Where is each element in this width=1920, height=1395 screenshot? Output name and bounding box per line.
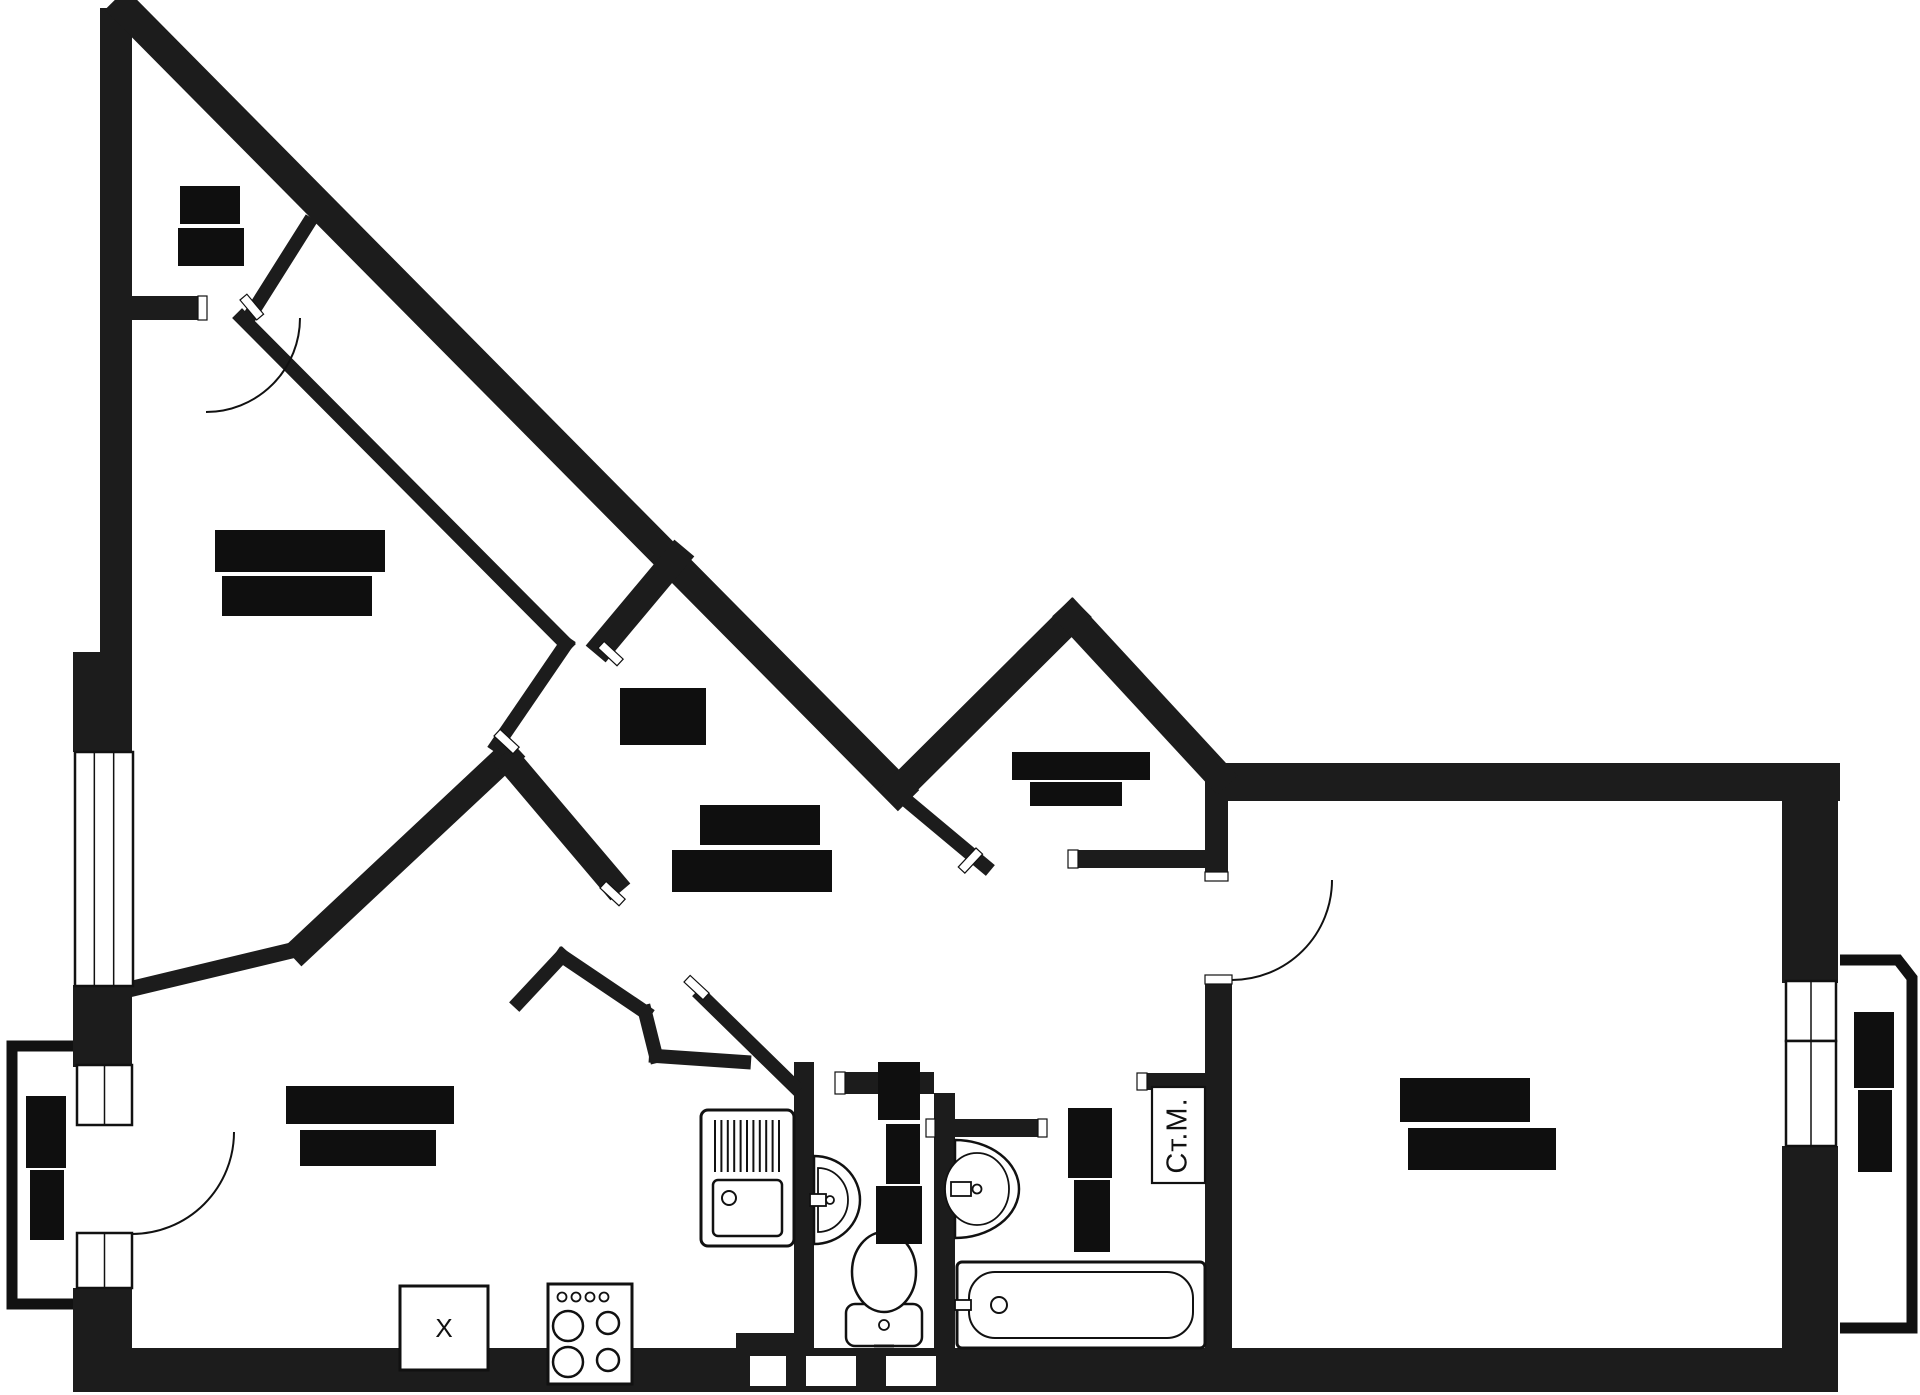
wall-bedroom-left-lower bbox=[1205, 983, 1232, 1351]
stove-knob bbox=[556, 1291, 568, 1303]
door-jamb bbox=[239, 293, 265, 321]
door-arc-closet bbox=[205, 317, 301, 413]
wall-left-low-a bbox=[73, 985, 132, 1067]
appliance-x-label: X bbox=[400, 1286, 488, 1370]
appliance-x-box bbox=[398, 1284, 490, 1372]
wall-hall-connector bbox=[487, 634, 576, 755]
sink-bowl bbox=[711, 1178, 784, 1238]
room-label-bedroom bbox=[1408, 1128, 1556, 1170]
room-label-vestibule bbox=[1030, 782, 1122, 806]
room-label-closet bbox=[178, 228, 244, 266]
door-jamb bbox=[1204, 871, 1229, 882]
wall-kitchen-curve-d bbox=[648, 1048, 752, 1070]
wall-closet-diag bbox=[240, 214, 318, 326]
bathtub-drain bbox=[990, 1296, 1008, 1314]
room-label-hall-lower bbox=[700, 805, 820, 845]
wall-peak-right bbox=[1052, 597, 1238, 795]
wall-vestibule-bottom bbox=[1078, 850, 1212, 868]
wall-kitchen-curve-b bbox=[552, 946, 655, 1022]
balcony-right-outline bbox=[1840, 954, 1918, 1334]
wall-closet-stub bbox=[130, 296, 204, 320]
door-jamb bbox=[1204, 974, 1233, 985]
room-label-balcony-right bbox=[1858, 1090, 1892, 1172]
bath-basin-faucet-knob bbox=[971, 1183, 983, 1195]
door-arc-kitchen-balcony bbox=[131, 1131, 235, 1235]
duct-niche bbox=[806, 1356, 856, 1386]
wall-bath-top bbox=[936, 1119, 1038, 1137]
room-label-balcony-left bbox=[26, 1096, 66, 1168]
window-living bbox=[73, 750, 135, 988]
wall-hall-kitchen bbox=[493, 745, 631, 901]
room-label-hall-lower bbox=[672, 850, 832, 892]
door-jamb bbox=[197, 295, 208, 321]
door-jamb bbox=[957, 847, 984, 875]
room-label-living bbox=[222, 576, 372, 616]
door-arc-bedroom bbox=[1231, 879, 1333, 981]
room-label-bedroom bbox=[1400, 1078, 1530, 1122]
stove-knob bbox=[598, 1291, 610, 1303]
room-label-wc bbox=[876, 1186, 922, 1244]
wall-top-right bbox=[1205, 763, 1840, 801]
door-jamb bbox=[1037, 1118, 1048, 1138]
stove-burner bbox=[595, 1347, 621, 1373]
door-jamb bbox=[925, 1118, 936, 1138]
wall-kitchen-curve-a bbox=[509, 946, 572, 1012]
room-label-bath bbox=[1074, 1180, 1110, 1252]
door-jamb bbox=[834, 1071, 846, 1095]
wall-wc-bath bbox=[934, 1093, 955, 1351]
bathtub-faucet bbox=[954, 1299, 972, 1311]
toilet-button bbox=[878, 1319, 890, 1331]
wall-living-divider bbox=[232, 308, 576, 654]
door-jamb bbox=[1136, 1072, 1148, 1091]
stove-burner bbox=[551, 1345, 585, 1379]
washing-machine-label: Ст.М. bbox=[1152, 1087, 1205, 1183]
door-jamb bbox=[1067, 849, 1079, 869]
room-label-wc bbox=[878, 1062, 920, 1120]
wc-basin-faucet-knob bbox=[825, 1195, 835, 1205]
sink-drain bbox=[721, 1190, 737, 1206]
wall-wc-kitchen bbox=[794, 1062, 814, 1352]
wall-kitchen-curve-c bbox=[636, 1003, 665, 1065]
stove-knob bbox=[570, 1291, 582, 1303]
room-label-wc bbox=[886, 1124, 920, 1184]
wall-stm-top bbox=[1147, 1073, 1205, 1090]
wall-right-lower bbox=[1782, 1146, 1838, 1392]
wall-kitchen-divider bbox=[283, 737, 526, 967]
wall-right-upper bbox=[1782, 798, 1838, 983]
wall-hall-branch bbox=[585, 539, 695, 663]
wall-hypotenuse bbox=[104, 0, 920, 812]
room-label-balcony-right bbox=[1854, 1012, 1894, 1088]
balcony-left-outline bbox=[6, 1040, 88, 1310]
room-label-bath bbox=[1068, 1108, 1112, 1178]
wall-left-mid bbox=[73, 652, 132, 752]
room-label-vestibule bbox=[1012, 752, 1150, 780]
bath-basin-faucet bbox=[950, 1181, 972, 1197]
room-label-closet bbox=[180, 186, 240, 224]
appliance-x-label-text: X bbox=[435, 1312, 453, 1343]
room-label-balcony-left bbox=[30, 1170, 64, 1240]
wall-bottom bbox=[73, 1348, 1838, 1392]
wall-peak-left bbox=[878, 597, 1092, 810]
room-label-hall-upper bbox=[620, 688, 706, 745]
duct-niche bbox=[886, 1356, 936, 1386]
door-jamb bbox=[683, 974, 711, 1001]
room-label-kitchen bbox=[286, 1086, 454, 1124]
stove-knob bbox=[584, 1291, 596, 1303]
wall-left-upper bbox=[100, 8, 132, 658]
wall-wc-entry bbox=[692, 986, 804, 1096]
duct-niche bbox=[750, 1356, 786, 1386]
stove-burner bbox=[551, 1309, 585, 1343]
door-jamb bbox=[599, 880, 627, 907]
wall-kitchen-divider-b bbox=[125, 938, 312, 998]
room-label-kitchen bbox=[300, 1130, 436, 1166]
room-label-living bbox=[215, 530, 385, 572]
washing-machine-box bbox=[1150, 1085, 1207, 1185]
door-jamb bbox=[597, 640, 625, 667]
washing-machine-label-text: Ст.М. bbox=[1162, 1096, 1195, 1174]
stove-burner bbox=[595, 1310, 621, 1336]
door-jamb bbox=[493, 728, 521, 755]
wc-basin-faucet bbox=[809, 1193, 827, 1207]
